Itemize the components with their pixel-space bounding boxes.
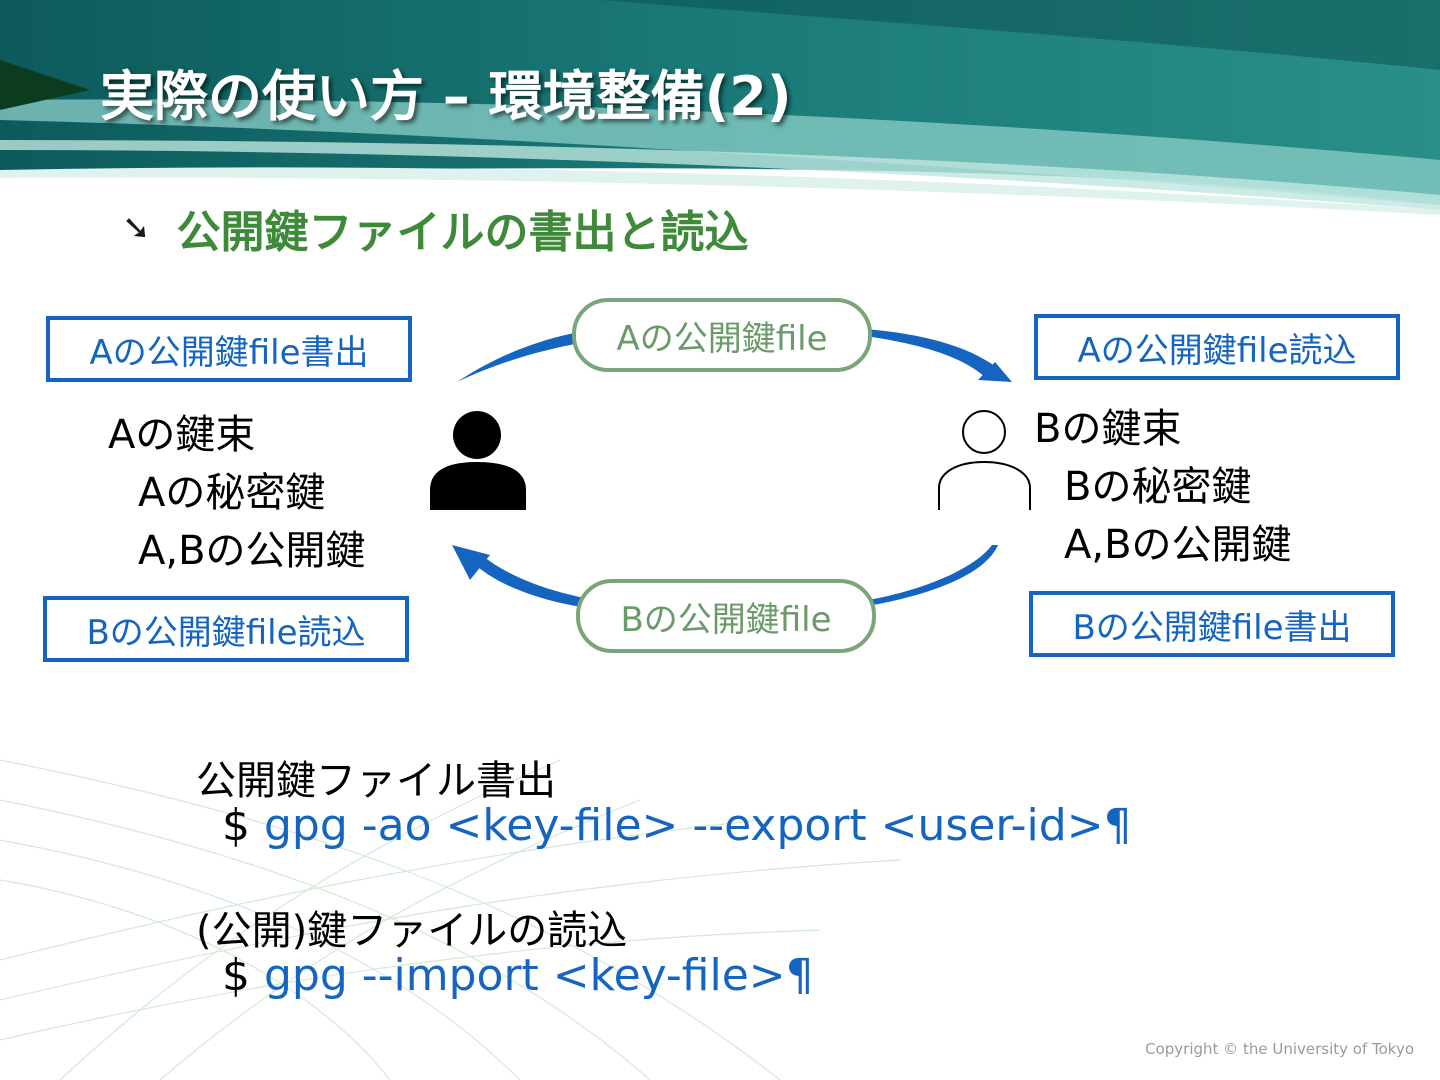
copyright-notice: Copyright © the University of Tokyo — [1145, 1040, 1414, 1058]
export-label: 公開鍵ファイル書出 — [196, 758, 556, 804]
keyring-b: Bの鍵束 Bの秘密鍵 A,Bの公開鍵 — [1034, 400, 1292, 574]
pill-b-public-key-file: Bの公開鍵file — [576, 579, 876, 653]
box-a-export: Aの公開鍵file書出 — [46, 316, 412, 382]
keyring-b-secret: Bの秘密鍵 — [1064, 464, 1252, 510]
import-prompt: $ — [222, 950, 250, 1001]
section-heading-text: 公開鍵ファイルの書出と読込 — [176, 207, 749, 258]
export-command-text: gpg -ao <key-file> --export <user-id>¶ — [264, 800, 1132, 851]
export-prompt: $ — [222, 800, 250, 851]
pill-a-public-key-file: Aの公開鍵file — [572, 298, 872, 372]
box-b-export: Bの公開鍵file書出 — [1029, 591, 1395, 657]
export-command: $ gpg -ao <key-file> --export <user-id>¶ — [222, 800, 1132, 851]
import-label: (公開)鍵ファイルの読込 — [196, 908, 628, 954]
person-a-head — [453, 411, 501, 459]
box-a-import: Bの公開鍵file読込 — [43, 596, 409, 662]
keyring-a-secret: Aの秘密鍵 — [138, 470, 326, 516]
keyring-a-public: A,Bの公開鍵 — [138, 528, 366, 574]
section-heading: ➘ 公開鍵ファイルの書出と読込 — [122, 196, 749, 260]
keyring-a: Aの鍵束 Aの秘密鍵 A,Bの公開鍵 — [108, 406, 366, 580]
keyring-b-public: A,Bの公開鍵 — [1064, 522, 1292, 568]
import-command-text: gpg --import <key-file>¶ — [264, 950, 814, 1001]
arrow-bullet-icon: ➘ — [122, 208, 151, 248]
box-b-import: Aの公開鍵file読込 — [1034, 314, 1400, 380]
keyring-a-title: Aの鍵束 — [108, 412, 256, 458]
keyring-b-title: Bの鍵束 — [1034, 406, 1182, 452]
page-title: 実際の使い方 – 環境整備(2) — [100, 65, 792, 128]
import-command: $ gpg --import <key-file>¶ — [222, 950, 814, 1001]
